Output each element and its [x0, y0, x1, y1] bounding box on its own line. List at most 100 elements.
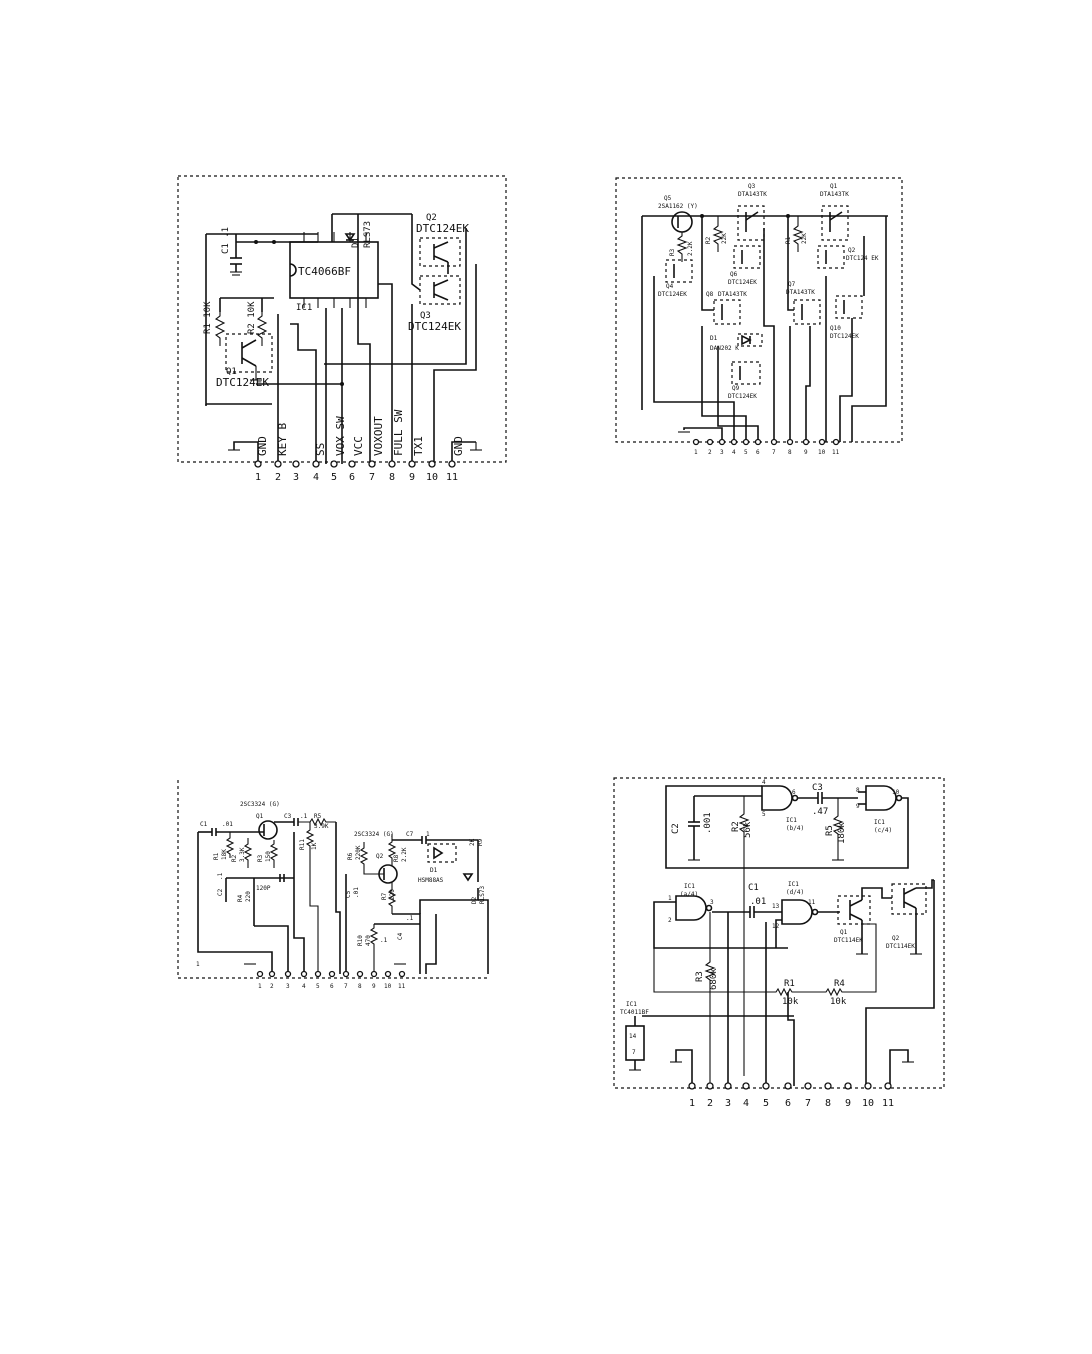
gate-pin: 4: [762, 779, 766, 786]
q6-label: Q6: [730, 271, 738, 278]
wire: [653, 901, 788, 949]
r9-value: 2K: [469, 838, 476, 846]
pin-numbers: 1 2 3 4 5 6 7 8 9 10 11: [258, 983, 406, 990]
q4-label: Q4: [666, 283, 674, 290]
pin-label-tx1: TX1: [412, 436, 425, 456]
r1-label: R1: [213, 852, 220, 860]
pin-number: 2: [270, 983, 274, 990]
r1-label: R1 10K: [203, 301, 213, 334]
r3-value: 680k: [709, 968, 719, 990]
q2-type-label: DTC124 EK: [846, 255, 879, 262]
r4-label: R4: [237, 894, 244, 902]
q8-label: Q8: [706, 291, 714, 298]
pin-number: 8: [358, 983, 362, 990]
wire: [717, 346, 759, 442]
pin-number: 1: [255, 472, 261, 483]
q2-emitter: [903, 901, 917, 909]
gnd-wire: [683, 427, 723, 442]
ic1-c-section: (c/4): [874, 827, 892, 834]
q2-label: Q2: [848, 247, 856, 254]
c7-value: 1: [426, 831, 430, 838]
r7-resistor: [387, 882, 397, 914]
q1-outline: [837, 895, 871, 925]
ic1-type-label: TC4066BF: [298, 265, 351, 278]
ic1-power-label: IC1: [626, 1001, 637, 1008]
c1-value: .01: [222, 821, 233, 828]
gate-pin: 6: [792, 789, 796, 796]
ic1-a-bubble: [705, 904, 713, 912]
d2-type-label: RLS73: [479, 886, 486, 904]
r3-resistor: [704, 912, 716, 1086]
c2-label: C2: [217, 888, 224, 896]
q3-emitter: [433, 293, 449, 301]
r3-label: R3: [669, 248, 676, 256]
r7-label: R7: [381, 892, 388, 900]
r1-resistor: [225, 832, 235, 858]
wire: [787, 992, 795, 1086]
r4-value: 10k: [830, 997, 847, 1007]
ic1-d-gate: [781, 899, 813, 925]
r11-label: R11: [299, 839, 306, 850]
pin-number: 3: [720, 449, 724, 456]
pin-number: 1: [258, 983, 262, 990]
q2-type-label: 2SC3324 (G): [354, 831, 394, 838]
c2-value: .1: [217, 872, 224, 880]
wire: [392, 913, 421, 974]
q3-type-label: DTA143TK: [738, 191, 767, 198]
q7-label: Q7: [788, 281, 796, 288]
transistor-logic-svg: Q5 2SA1162 (Y) R3 2.2K R2 22K R1 22K Q3 …: [615, 177, 903, 456]
pin-number: 7: [344, 983, 348, 990]
ic1-d-section: (d/4): [786, 889, 804, 896]
ic1-d-bubble: [811, 908, 819, 916]
board-outline: [177, 175, 507, 463]
wire-q2: [324, 228, 467, 365]
gate-pin: 5: [762, 811, 766, 818]
r2-value: 22K: [721, 233, 728, 244]
r2-label: R2 10K: [247, 301, 257, 334]
r8-label: R8: [393, 854, 400, 862]
pin-number: 6: [785, 1098, 791, 1109]
r6-resistor: [359, 842, 384, 875]
pin-label-vcc: VCC: [352, 436, 365, 456]
wire: [916, 879, 934, 889]
ic1-d-label: IC1: [788, 881, 799, 888]
r4-value: 220: [245, 891, 252, 902]
gate-pin: 10: [892, 789, 900, 796]
pin-number: 8: [389, 472, 395, 483]
q2-label: Q2: [426, 213, 437, 223]
r6-label: R6: [347, 852, 354, 860]
wire-pin4: [254, 925, 289, 974]
q3-outline: [737, 205, 765, 241]
q10-outline: [835, 295, 863, 319]
d1-label: D1: [351, 237, 361, 248]
c2-label: C2: [671, 823, 681, 834]
pin-number: 11: [832, 449, 840, 456]
terminal-row: [256, 970, 406, 978]
c3-label: C3: [812, 783, 823, 793]
pin-number: 2: [708, 449, 712, 456]
q2-collector: [433, 241, 449, 249]
q2-outline: [817, 245, 845, 269]
d1-diode: [344, 233, 356, 242]
r11-value: 1K: [311, 842, 318, 850]
r5-label: R5: [825, 825, 835, 836]
pin-number: 7: [772, 449, 776, 456]
q1-label: Q1: [840, 929, 848, 936]
wire: [653, 276, 735, 442]
q1-type-label: DTC114EK: [834, 937, 863, 944]
c6-value: .1: [380, 937, 388, 944]
c1-value: .01: [750, 897, 766, 907]
wire-pin3: [197, 832, 273, 974]
q1-collector: [241, 339, 257, 349]
pin-number: 1: [694, 449, 698, 456]
pin-number: 6: [349, 472, 355, 483]
q5-transistor: [671, 211, 693, 233]
r3-label: R3: [257, 854, 264, 862]
pin-number: 3: [286, 983, 290, 990]
pin-number: 10: [384, 983, 392, 990]
r9-label: R9: [477, 838, 484, 846]
q3-collector: [433, 279, 449, 287]
pin-number: 9: [409, 472, 415, 483]
wire: [701, 216, 714, 311]
d1-diode: [433, 846, 444, 860]
